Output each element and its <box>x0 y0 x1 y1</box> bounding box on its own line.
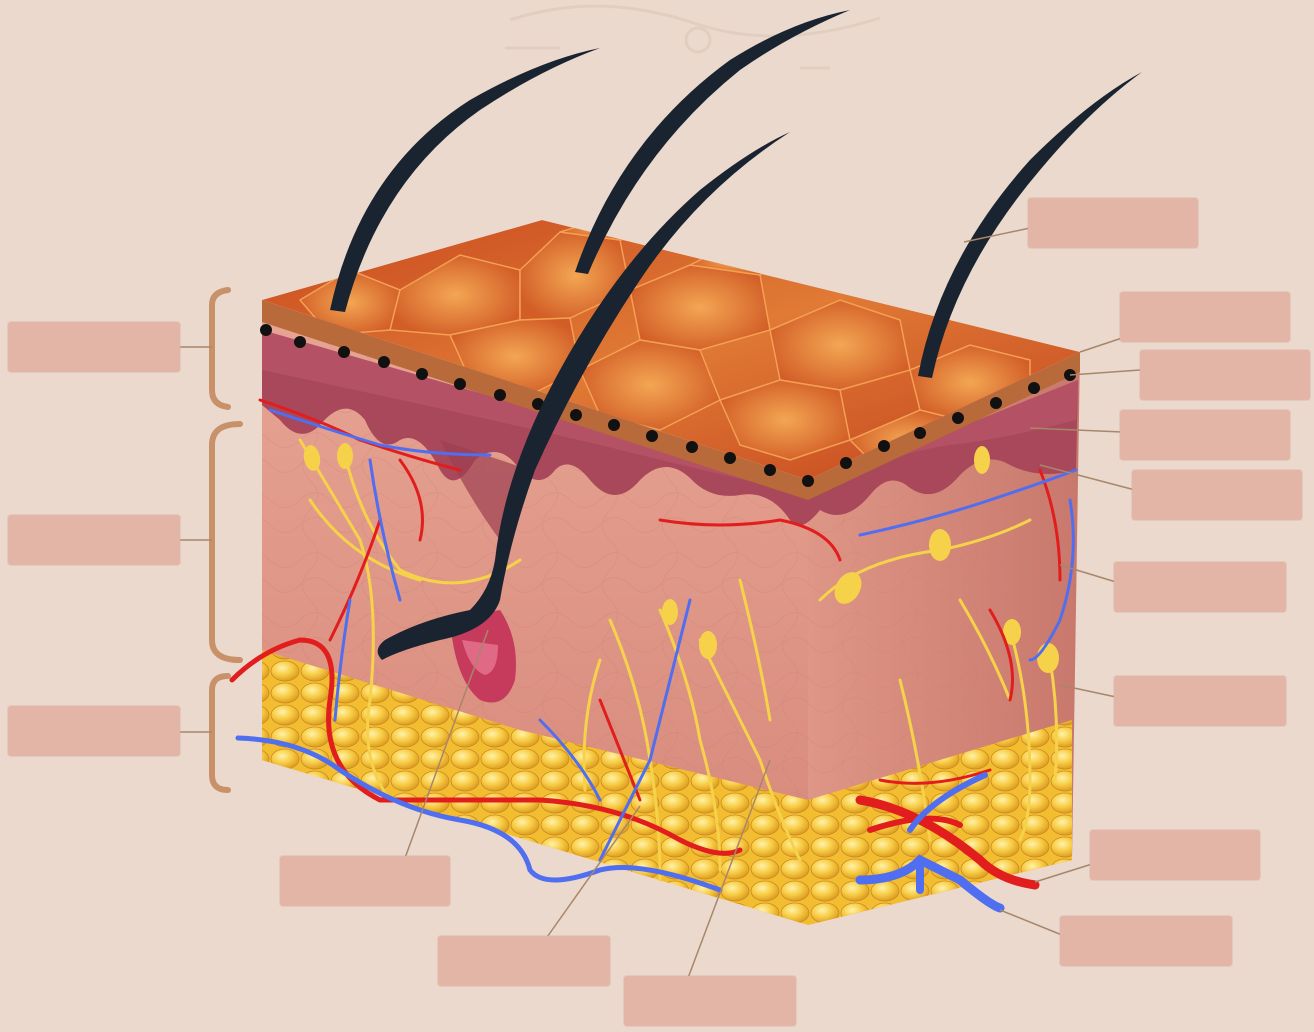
label-box-right-nerve[interactable] <box>1114 676 1286 726</box>
label-text <box>1140 350 1310 400</box>
label-text <box>8 322 180 372</box>
label-box-right-dermis[interactable] <box>1114 562 1286 612</box>
label-text <box>1060 916 1232 966</box>
label-text <box>280 856 450 906</box>
label-box-left-hypodermis[interactable] <box>8 706 180 756</box>
label-text <box>1028 198 1198 248</box>
layer-brackets <box>212 290 240 790</box>
label-box-right-papillary[interactable] <box>1120 410 1290 460</box>
label-box-bottom-fat-lobule[interactable] <box>624 976 796 1026</box>
label-text <box>438 936 610 986</box>
label-text <box>1120 410 1290 460</box>
label-text <box>624 976 796 1026</box>
label-box-right-artery[interactable] <box>1090 830 1260 880</box>
label-text <box>8 515 180 565</box>
label-box-right-vein[interactable] <box>1060 916 1232 966</box>
label-box-right-capillary[interactable] <box>1132 470 1302 520</box>
label-text <box>1114 676 1286 726</box>
label-box-bottom-hair-follicle[interactable] <box>280 856 450 906</box>
label-text <box>1132 470 1302 520</box>
label-box-left-dermis[interactable] <box>8 515 180 565</box>
label-box-right-hair-shaft[interactable] <box>1028 198 1198 248</box>
label-box-left-epidermis[interactable] <box>8 322 180 372</box>
label-text <box>8 706 180 756</box>
label-box-right-epidermis-line[interactable] <box>1140 350 1310 400</box>
label-text <box>1120 292 1290 342</box>
label-box-bottom-sweat-gland[interactable] <box>438 936 610 986</box>
label-box-right-stratum-corneum[interactable] <box>1120 292 1290 342</box>
label-text <box>1090 830 1260 880</box>
label-text <box>1114 562 1286 612</box>
